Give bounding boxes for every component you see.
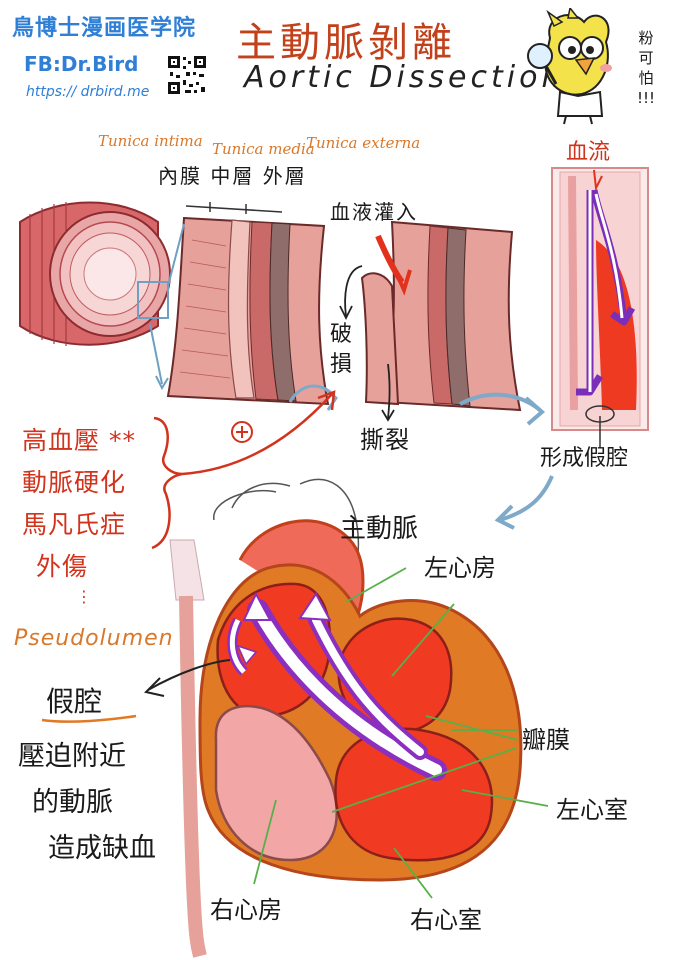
label-left-atrium: 左心房 bbox=[424, 554, 496, 582]
title-chinese: 主動脈剝離 bbox=[236, 20, 456, 66]
dissected-aorta-longitudinal-icon bbox=[551, 167, 649, 448]
mascot-exclaim-1: 粉 bbox=[638, 29, 654, 47]
label-right-ventricle: 右心室 bbox=[410, 906, 482, 934]
risk-factor-item: 動脈硬化 bbox=[22, 468, 127, 497]
pseudolumen-desc-line: 造成缺血 bbox=[48, 833, 156, 864]
pseudolumen-desc-line: 壓迫附近 bbox=[18, 741, 126, 772]
risk-factor-item: 馬凡氏症 bbox=[22, 510, 127, 539]
pseudolumen-description: 壓迫附近 的動脈 造成缺血 bbox=[18, 734, 156, 872]
pseudolumen-desc-line: 的動脈 bbox=[32, 787, 113, 818]
label-layers-chinese: 內膜 中層 外層 bbox=[158, 164, 307, 188]
label-tunica-media: Tunica media bbox=[212, 140, 315, 158]
brand-name: 鳥博士漫画医学院 bbox=[12, 16, 197, 41]
label-blood-inflow: 血液灌入 bbox=[330, 200, 418, 224]
brand-url[interactable]: https:// drbird.me bbox=[26, 84, 150, 100]
label-blood-flow: 血流 bbox=[566, 140, 611, 165]
heart-anatomy-icon bbox=[169, 478, 523, 958]
torn-vessel-wall-icon bbox=[360, 220, 522, 412]
label-tunica-intima: Tunica intima bbox=[98, 132, 203, 150]
label-damage-2: 損 bbox=[330, 352, 353, 377]
qr-code-icon bbox=[166, 54, 208, 96]
title-english: Aortic Dissection bbox=[244, 60, 565, 95]
artery-tube-icon bbox=[19, 201, 171, 346]
risk-factor-item: 高血壓 ** bbox=[22, 426, 136, 455]
label-pseudolumen: Pseudolumen bbox=[14, 626, 174, 651]
label-left-ventricle: 左心室 bbox=[556, 796, 628, 824]
label-false-lumen-forms: 形成假腔 bbox=[540, 446, 629, 471]
risk-factor-item: ⋮ bbox=[76, 587, 93, 606]
label-right-atrium: 右心房 bbox=[210, 896, 282, 924]
vessel-wall-layers-icon bbox=[166, 202, 330, 406]
doctor-bird-mascot-icon bbox=[527, 8, 612, 125]
risk-factors-list: 高血壓 ** 動脈硬化 馬凡氏症 外傷 ⋮ bbox=[22, 420, 172, 606]
facebook-handle: FB:Dr.Bird bbox=[24, 52, 139, 76]
label-aorta: 主動脈 bbox=[340, 514, 419, 544]
label-false-lumen: 假腔 bbox=[46, 685, 103, 718]
label-damage-1: 破 bbox=[330, 322, 353, 347]
label-tear: 撕裂 bbox=[360, 426, 410, 454]
mascot-exclaim-4: !!! bbox=[636, 89, 656, 107]
mascot-exclaim-2: 可 bbox=[638, 49, 654, 67]
label-tunica-externa: Tunica externa bbox=[306, 134, 421, 152]
label-valve: 瓣膜 bbox=[522, 726, 570, 754]
risk-factor-item: 外傷 bbox=[36, 552, 89, 581]
mascot-exclaim-3: 怕 bbox=[638, 69, 654, 87]
